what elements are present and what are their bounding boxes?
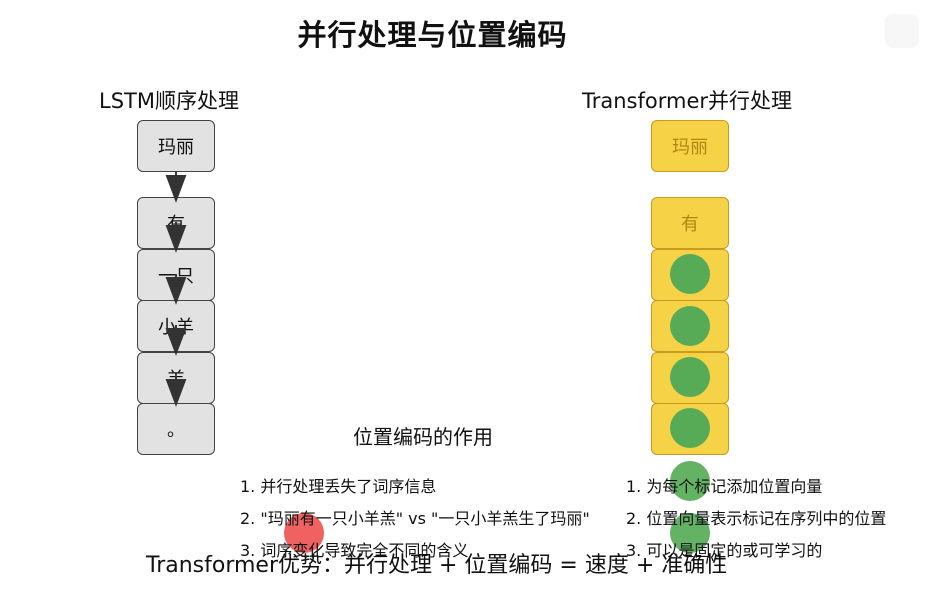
solution-item: 3. 可以是固定的或可学习的 [626, 541, 823, 560]
problem-item: 3. 词序变化导致完全不同的含义 [240, 541, 469, 560]
page-title: 并行处理与位置编码 [297, 18, 568, 52]
lstm-token: 。 [137, 403, 215, 455]
problem-list: 1. 并行处理丢失了词序信息 2. "玛丽有一只小羊羔" vs "一只小羊羔生了… [240, 471, 590, 567]
corner-badge [885, 14, 919, 48]
position-marker-dot [670, 513, 710, 553]
position-marker-dot [670, 254, 710, 294]
sequence-arrow-head [165, 175, 187, 203]
sequence-arrow-head [165, 277, 187, 305]
transformer-column-title: Transformer并行处理 [582, 89, 793, 113]
problem-item: 2. "玛丽有一只小羊羔" vs "一只小羊羔生了玛丽" [240, 509, 590, 528]
transformer-token: 有 [651, 197, 729, 249]
sequence-arrow-head [165, 225, 187, 253]
lstm-column-title: LSTM顺序处理 [99, 89, 239, 113]
solution-item: 2. 位置向量表示标记在序列中的位置 [626, 509, 887, 528]
solution-item: 1. 为每个标记添加位置向量 [626, 477, 823, 496]
lstm-token: 玛丽 [137, 120, 215, 172]
positional-encoding-title: 位置编码的作用 [353, 425, 493, 449]
position-marker-dot [670, 461, 710, 501]
solution-list: 1. 为每个标记添加位置向量 2. 位置向量表示标记在序列中的位置 3. 可以是… [626, 471, 886, 567]
transformer-token: 玛丽 [651, 120, 729, 172]
position-marker-dot [670, 408, 710, 448]
position-marker-dot [670, 357, 710, 397]
problem-item: 1. 并行处理丢失了词序信息 [240, 477, 437, 496]
position-marker-dot [670, 306, 710, 346]
footer-summary: Transformer优势：并行处理 + 位置编码 = 速度 + 准确性 [146, 553, 728, 578]
sequence-arrow-head [165, 379, 187, 407]
sequence-arrow-head [165, 328, 187, 356]
order-error-dot [284, 513, 324, 553]
